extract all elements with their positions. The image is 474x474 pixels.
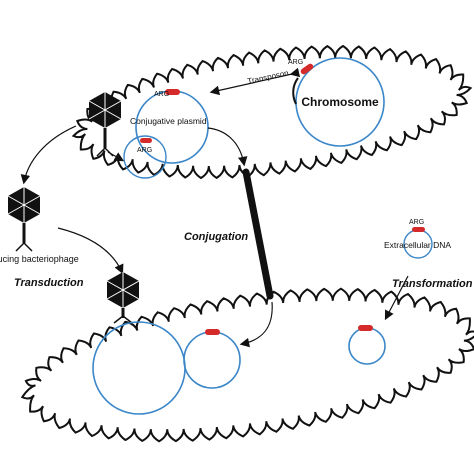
phage-to-plasmid-arrow (107, 151, 125, 162)
recipient-cell-membrane (20, 287, 474, 443)
chromosome-arg-gene (300, 63, 314, 75)
small-plasmid-arg-label: ARG (137, 147, 152, 154)
extracellular-dna-arg-label: ARG (409, 219, 424, 226)
transformation-label: Transformation (392, 278, 473, 290)
transposon-arrow (209, 67, 301, 96)
small-plasmid-arg-gene (140, 138, 152, 143)
extracellular-dna-arg-gene (412, 227, 425, 232)
transformation-arrow (384, 275, 409, 321)
received-plasmid-arg-gene (205, 329, 220, 335)
transduction-arrow (57, 227, 124, 275)
donor-bacterium-cell (71, 44, 473, 180)
conjugation-pilus (242, 168, 274, 300)
conjugation-label: Conjugation (184, 231, 248, 243)
chromosome-label: Chromosome (301, 95, 379, 109)
conjugative-plasmid-label: Conjugative plasmid (130, 116, 207, 126)
recipient-bacterium-cell (20, 287, 474, 443)
phage-release-arrow (20, 125, 77, 185)
transducing-bacteriophage-label: Transducing bacteriophage (0, 254, 79, 264)
pilus-to-plasmid-arrow (239, 301, 273, 348)
conjugative-plasmid-arg-label: ARG (154, 91, 169, 98)
attached-bacteriophage (106, 272, 140, 324)
donor-cell-membrane (71, 44, 473, 180)
extracellular-dna-label: Extracellular DNA (384, 240, 451, 250)
plasmid-to-pilus-arrow (207, 127, 248, 167)
bacteriophage-in-donor (88, 92, 122, 157)
conjugative-plasmid-arg-gene (165, 89, 180, 95)
transformed-dna-arg-gene (358, 325, 373, 331)
chromosome-arg-label: ARG (288, 59, 303, 66)
transduction-label: Transduction (14, 277, 84, 289)
free-bacteriophage (7, 187, 41, 252)
